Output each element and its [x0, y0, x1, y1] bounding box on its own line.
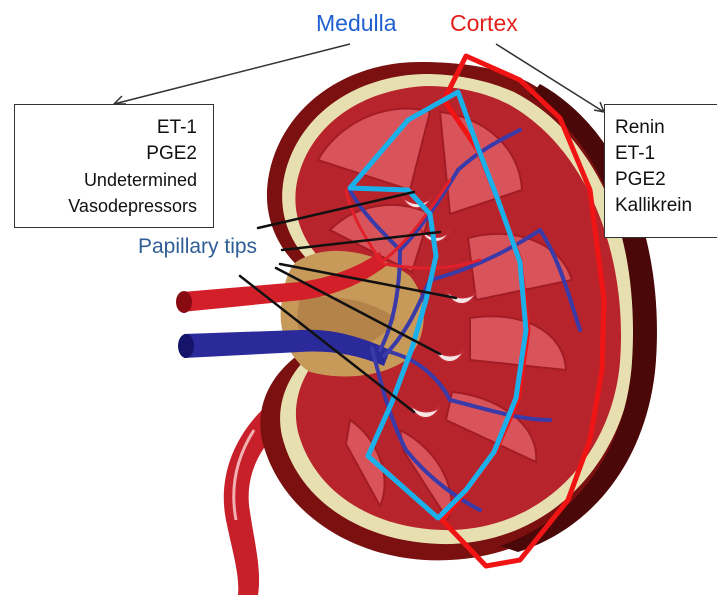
medulla-label: Medulla	[316, 12, 397, 35]
papillary-tips-label: Papillary tips	[138, 236, 257, 257]
cortex-substance: ET-1	[615, 141, 717, 167]
cortex-substance: PGE2	[615, 167, 717, 193]
renal-vein-end	[178, 334, 194, 358]
medulla-substance: Vasodepressors	[15, 193, 197, 219]
medulla-substance: ET-1	[15, 115, 197, 141]
medulla-substances-box: ET-1 PGE2 Undetermined Vasodepressors	[14, 104, 214, 228]
cortex-substance: Renin	[615, 115, 717, 141]
renal-artery-end	[176, 291, 192, 313]
cortex-substance: Kallikrein	[615, 193, 717, 219]
cortex-substances-box: Renin ET-1 PGE2 Kallikrein	[604, 104, 717, 238]
medulla-substance: PGE2	[15, 141, 197, 167]
cortex-label: Cortex	[450, 12, 518, 35]
medulla-substance: Undetermined	[15, 167, 197, 193]
